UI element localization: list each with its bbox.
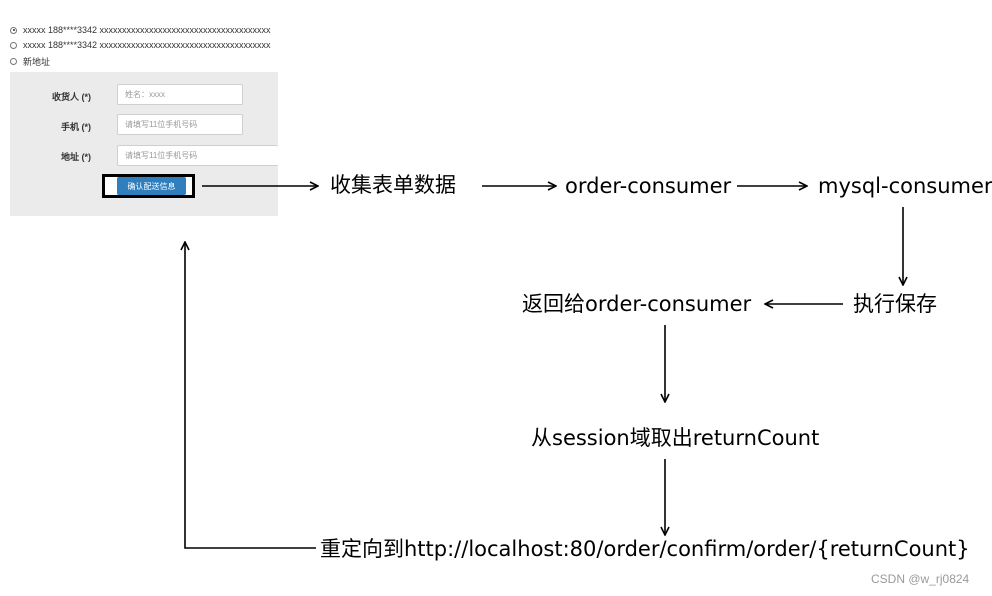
watermark: CSDN @w_rj0824 <box>871 572 970 586</box>
address-option-1-text: xxxxx 188****3342 xxxxxxxxxxxxxxxxxxxxxx… <box>23 25 271 35</box>
receiver-label: 收货人 (*) <box>52 92 91 102</box>
collect-form-data-label: 收集表单数据 <box>330 173 456 197</box>
radio-icon[interactable] <box>10 57 17 65</box>
arrow-redirect-to-form <box>185 242 316 549</box>
session-return-count-label: 从session域取出returnCount <box>531 426 820 450</box>
address-option-2[interactable]: xxxxx 188****3342 xxxxxxxxxxxxxxxxxxxxxx… <box>10 38 271 52</box>
address-option-1[interactable]: xxxxx 188****3342 xxxxxxxxxxxxxxxxxxxxxx… <box>10 23 271 37</box>
radio-icon[interactable] <box>10 41 17 49</box>
return-to-order-consumer-label: 返回给order-consumer <box>522 292 752 316</box>
address-option-new-text: 新地址 <box>23 56 51 67</box>
order-consumer-label: order-consumer <box>565 174 732 198</box>
confirm-delivery-button[interactable]: 确认配送信息 <box>117 177 186 195</box>
redirect-url-label: 重定向到http://localhost:80/order/confirm/or… <box>320 537 970 561</box>
mysql-consumer-label: mysql-consumer <box>818 174 992 198</box>
phone-label: 手机 (*) <box>61 122 91 132</box>
address-input[interactable]: 请填写11位手机号码 <box>117 145 278 166</box>
radio-checked-icon[interactable] <box>10 26 17 34</box>
address-option-2-text: xxxxx 188****3342 xxxxxxxxxxxxxxxxxxxxxx… <box>23 40 271 50</box>
address-option-new[interactable]: 新地址 <box>10 54 50 68</box>
address-label: 地址 (*) <box>61 152 91 162</box>
execute-save-label: 执行保存 <box>853 292 937 316</box>
receiver-input[interactable]: 姓名：xxxx <box>117 84 243 105</box>
phone-input[interactable]: 请填写11位手机号码 <box>117 114 243 135</box>
